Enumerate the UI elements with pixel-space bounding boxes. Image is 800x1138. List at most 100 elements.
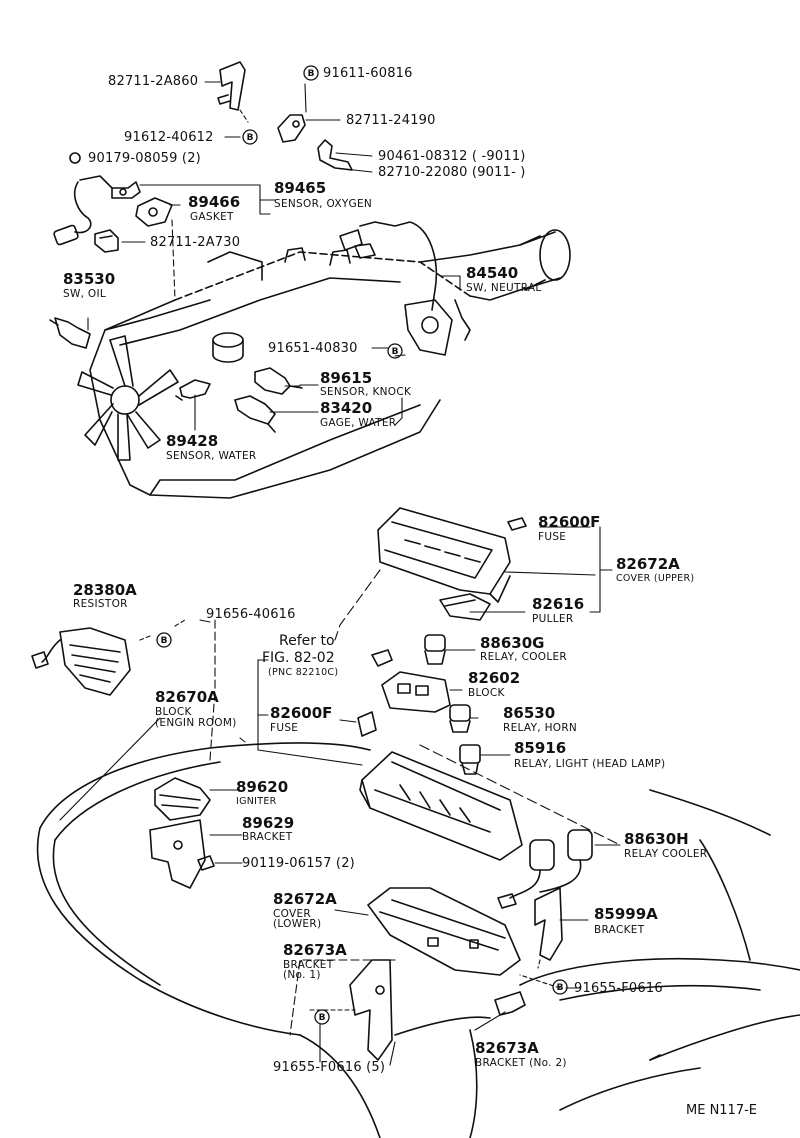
- part-number-89466: 89466: [188, 193, 241, 211]
- part-number-84540: 84540: [466, 264, 519, 282]
- part-name-oil-switch: SW, OIL: [63, 288, 107, 300]
- part-name-water-gage: GAGE, WATER: [320, 417, 397, 429]
- part-name-fuse-mid: FUSE: [270, 722, 299, 734]
- clamp-icon-1: [217, 61, 246, 111]
- neutral-switch-icon: [339, 221, 453, 356]
- oil-switch-icon: [49, 317, 91, 349]
- oxygen-sensor-icon: [53, 175, 141, 246]
- part-number-82673a-no1: 82673A: [283, 941, 347, 959]
- water-gage-icon: [234, 395, 276, 433]
- relay-light-icon: [459, 744, 481, 775]
- part-name-bracket-no2: BRACKET (No. 2): [475, 1057, 567, 1069]
- part-name-cover: COVER: [273, 908, 312, 920]
- reference-note-line3: (PNC 82210C): [268, 667, 339, 678]
- relay-cooler-g-icon: [424, 634, 446, 665]
- part-number-82602: 82602: [468, 669, 521, 687]
- reference-note-line2: FIG. 82-02: [262, 650, 335, 666]
- bracket-82673a-no1-icon: [349, 959, 393, 1061]
- fuse-icon-mid: [357, 711, 377, 737]
- connector-icon: [371, 649, 393, 667]
- bracket-89629-icon: [149, 819, 206, 889]
- part-number-89620: 89620: [236, 778, 289, 796]
- fuse-block-icon: [359, 751, 523, 861]
- part-number-82600f-top: 82600F: [538, 513, 601, 531]
- bolt-marker-label: B: [557, 983, 564, 993]
- part-name-water-sensor: SENSOR, WATER: [166, 450, 257, 462]
- puller-icon: [439, 593, 491, 621]
- part-number-86530: 86530: [503, 704, 556, 722]
- igniter-icon: [154, 777, 211, 821]
- reference-note-line1: Refer to: [279, 633, 335, 649]
- part-number-89615: 89615: [320, 369, 373, 387]
- clamp-icon-3: [317, 139, 353, 171]
- part-name-igniter: IGNITER: [236, 796, 277, 807]
- part-name-bracket-85999a: BRACKET: [594, 924, 645, 936]
- part-number-82672a-lower: 82672A: [273, 890, 337, 908]
- bolt-marker-label: B: [319, 1013, 326, 1023]
- vehicle-body-outline: [36, 742, 800, 1138]
- part-number-89465: 89465: [274, 179, 327, 197]
- bolt-icon-90119: [197, 855, 215, 871]
- part-number-88630h: 88630H: [624, 830, 689, 848]
- bolt-marker-label: B: [247, 133, 254, 143]
- part-name-block-engine-room: BLOCK: [155, 706, 192, 718]
- figure-code: ME N117-E: [686, 1103, 758, 1118]
- relay-block-icon: [381, 671, 451, 713]
- part-number-82711-2a730: 82711-2A730: [150, 235, 241, 250]
- part-number-85916: 85916: [514, 739, 567, 757]
- part-number-89629: 89629: [242, 814, 295, 832]
- part-number-91611-60816: 91611-60816: [323, 66, 413, 81]
- relay-cooler-h-icon: [497, 829, 593, 909]
- part-name-gasket: GASKET: [190, 211, 234, 223]
- part-number-90179-08059: 90179-08059 (2): [88, 151, 201, 166]
- part-name-bracket-89629: BRACKET: [242, 831, 293, 843]
- part-name-lower: (LOWER): [273, 918, 322, 930]
- resistor-icon: [31, 627, 131, 696]
- bolt-marker-label: B: [308, 69, 315, 79]
- part-name-puller: PULLER: [532, 613, 574, 625]
- relay-horn-icon: [449, 704, 471, 733]
- part-name-knock-sensor: SENSOR, KNOCK: [320, 386, 412, 398]
- bracket-82673a-no2-icon: [494, 991, 526, 1016]
- part-name-relay-horn: RELAY, HORN: [503, 722, 578, 734]
- part-name-oxygen-sensor: SENSOR, OXYGEN: [274, 198, 373, 210]
- clip-icon: [69, 152, 81, 164]
- water-sensor-icon: [175, 379, 211, 401]
- part-name-relay-cooler-g: RELAY, COOLER: [480, 651, 568, 663]
- part-name-neutral-switch: SW, NEUTRAL: [466, 282, 542, 294]
- part-name-no1: (No. 1): [283, 969, 321, 981]
- part-number-82711-2a860: 82711-2A860: [108, 74, 199, 89]
- part-number-82616: 82616: [532, 595, 585, 613]
- bolt-marker-label: B: [392, 347, 399, 357]
- part-name-relay-light: RELAY, LIGHT (HEAD LAMP): [514, 758, 666, 770]
- part-number-82672a-upper: 82672A: [616, 555, 680, 573]
- part-number-89428: 89428: [166, 432, 219, 450]
- clamp-icon-4: [94, 229, 119, 253]
- part-number-82600f-mid: 82600F: [270, 704, 333, 722]
- fuse-icon-top: [507, 517, 527, 531]
- part-name-fuse-top: FUSE: [538, 531, 567, 543]
- gasket-icon: [135, 197, 173, 227]
- part-number-82711-24190: 82711-24190: [346, 113, 436, 128]
- lower-cover-icon: [367, 887, 521, 976]
- part-number-28380a: 28380A: [73, 581, 137, 599]
- part-number-83530: 83530: [63, 270, 116, 288]
- knock-sensor-icon: [254, 367, 303, 395]
- part-number-88630g: 88630G: [480, 634, 545, 652]
- bolt-marker-label: B: [161, 636, 168, 646]
- upper-cover-icon: [377, 507, 511, 603]
- bolt-markers: [156, 65, 568, 1025]
- part-number-90119-06157: 90119-06157 (2): [242, 856, 355, 871]
- part-name-block-82602: BLOCK: [468, 687, 505, 699]
- part-number-91656-40616: 91656-40616: [206, 607, 296, 622]
- part-number-90461-08312: 90461-08312 ( -9011): [378, 149, 526, 164]
- part-number-85999a: 85999A: [594, 905, 658, 923]
- part-number-83420: 83420: [320, 399, 373, 417]
- part-number-82670a: 82670A: [155, 688, 219, 706]
- part-number-91612-40612: 91612-40612: [124, 130, 214, 145]
- part-name-cover-upper: COVER (UPPER): [616, 573, 695, 584]
- part-name-resistor: RESISTOR: [73, 598, 128, 610]
- bracket-85999a-icon: [534, 887, 563, 961]
- part-number-91651-40830: 91651-40830: [268, 341, 358, 356]
